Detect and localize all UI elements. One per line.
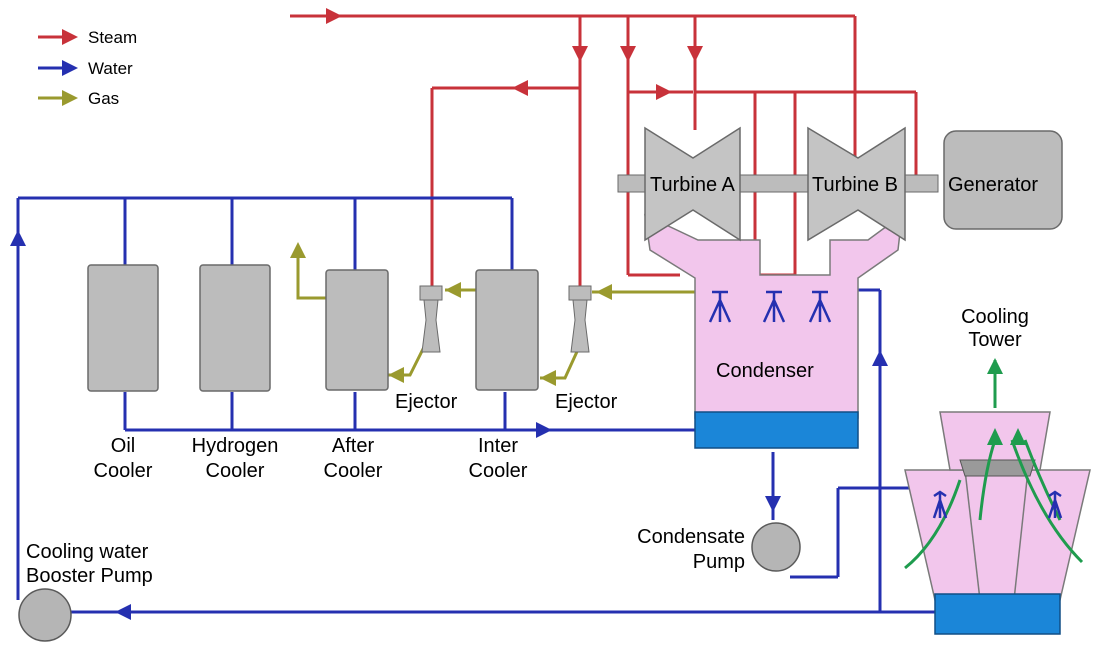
gas-arrow-icon (62, 90, 78, 106)
legend-gas: Gas (38, 89, 119, 108)
condensate-pump-label-1: Condensate (637, 526, 745, 548)
water-arrow-icon (62, 60, 78, 76)
after-cooler-label-2: Cooler (324, 460, 383, 482)
water-pipes (10, 196, 1062, 620)
steam-arrow-icon (62, 29, 78, 45)
cooling-tower-label-2: Tower (968, 329, 1022, 351)
legend-water: Water (38, 59, 133, 78)
oil-cooler-label-1: Oil (111, 435, 135, 457)
condensate-pump-label-2: Pump (693, 551, 745, 573)
condenser-hotwell (694, 411, 859, 449)
gas-lines (290, 242, 700, 386)
oil-cooler (87, 264, 159, 392)
after-cooler (325, 269, 389, 391)
hydrogen-cooler-label-1: Hydrogen (192, 435, 279, 457)
ejector-right (568, 285, 592, 353)
turbine-b (807, 126, 906, 242)
oil-cooler-label-2: Cooler (94, 460, 153, 482)
ejector-left-label: Ejector (395, 391, 458, 413)
condenser-label: Condenser (716, 360, 814, 382)
inter-cooler-label-1: Inter (478, 435, 518, 457)
cooling-tower-label-1: Cooling (961, 306, 1029, 328)
legend: Steam Water Gas (38, 28, 137, 108)
after-cooler-label-1: After (332, 435, 375, 457)
tower-basin (934, 593, 1061, 635)
condensate-pump (751, 522, 801, 572)
inter-cooler-label-2: Cooler (469, 460, 528, 482)
condenser (644, 213, 903, 449)
turbine-a (644, 126, 741, 242)
ejector-right-label: Ejector (555, 391, 618, 413)
legend-water-label: Water (88, 59, 133, 78)
ejector-left (419, 285, 443, 353)
legend-steam-label: Steam (88, 28, 137, 47)
booster-pump-label-2: Booster Pump (26, 565, 153, 587)
legend-steam: Steam (38, 28, 137, 47)
fan-icon (959, 459, 1036, 477)
cooling-tower (904, 358, 1091, 635)
legend-gas-label: Gas (88, 89, 119, 108)
turbine-a-label: Turbine A (650, 174, 736, 196)
hydrogen-cooler-label-2: Cooler (206, 460, 265, 482)
generator-label: Generator (948, 174, 1038, 196)
tower-spray-icon (932, 490, 1063, 519)
booster-pump (18, 588, 72, 642)
condenser-spray-icon (708, 290, 832, 323)
booster-pump-label-1: Cooling water (26, 541, 149, 563)
hydrogen-cooler (199, 264, 271, 392)
turbine-b-label: Turbine B (812, 174, 898, 196)
inter-cooler (475, 269, 539, 391)
generator (943, 130, 1063, 230)
